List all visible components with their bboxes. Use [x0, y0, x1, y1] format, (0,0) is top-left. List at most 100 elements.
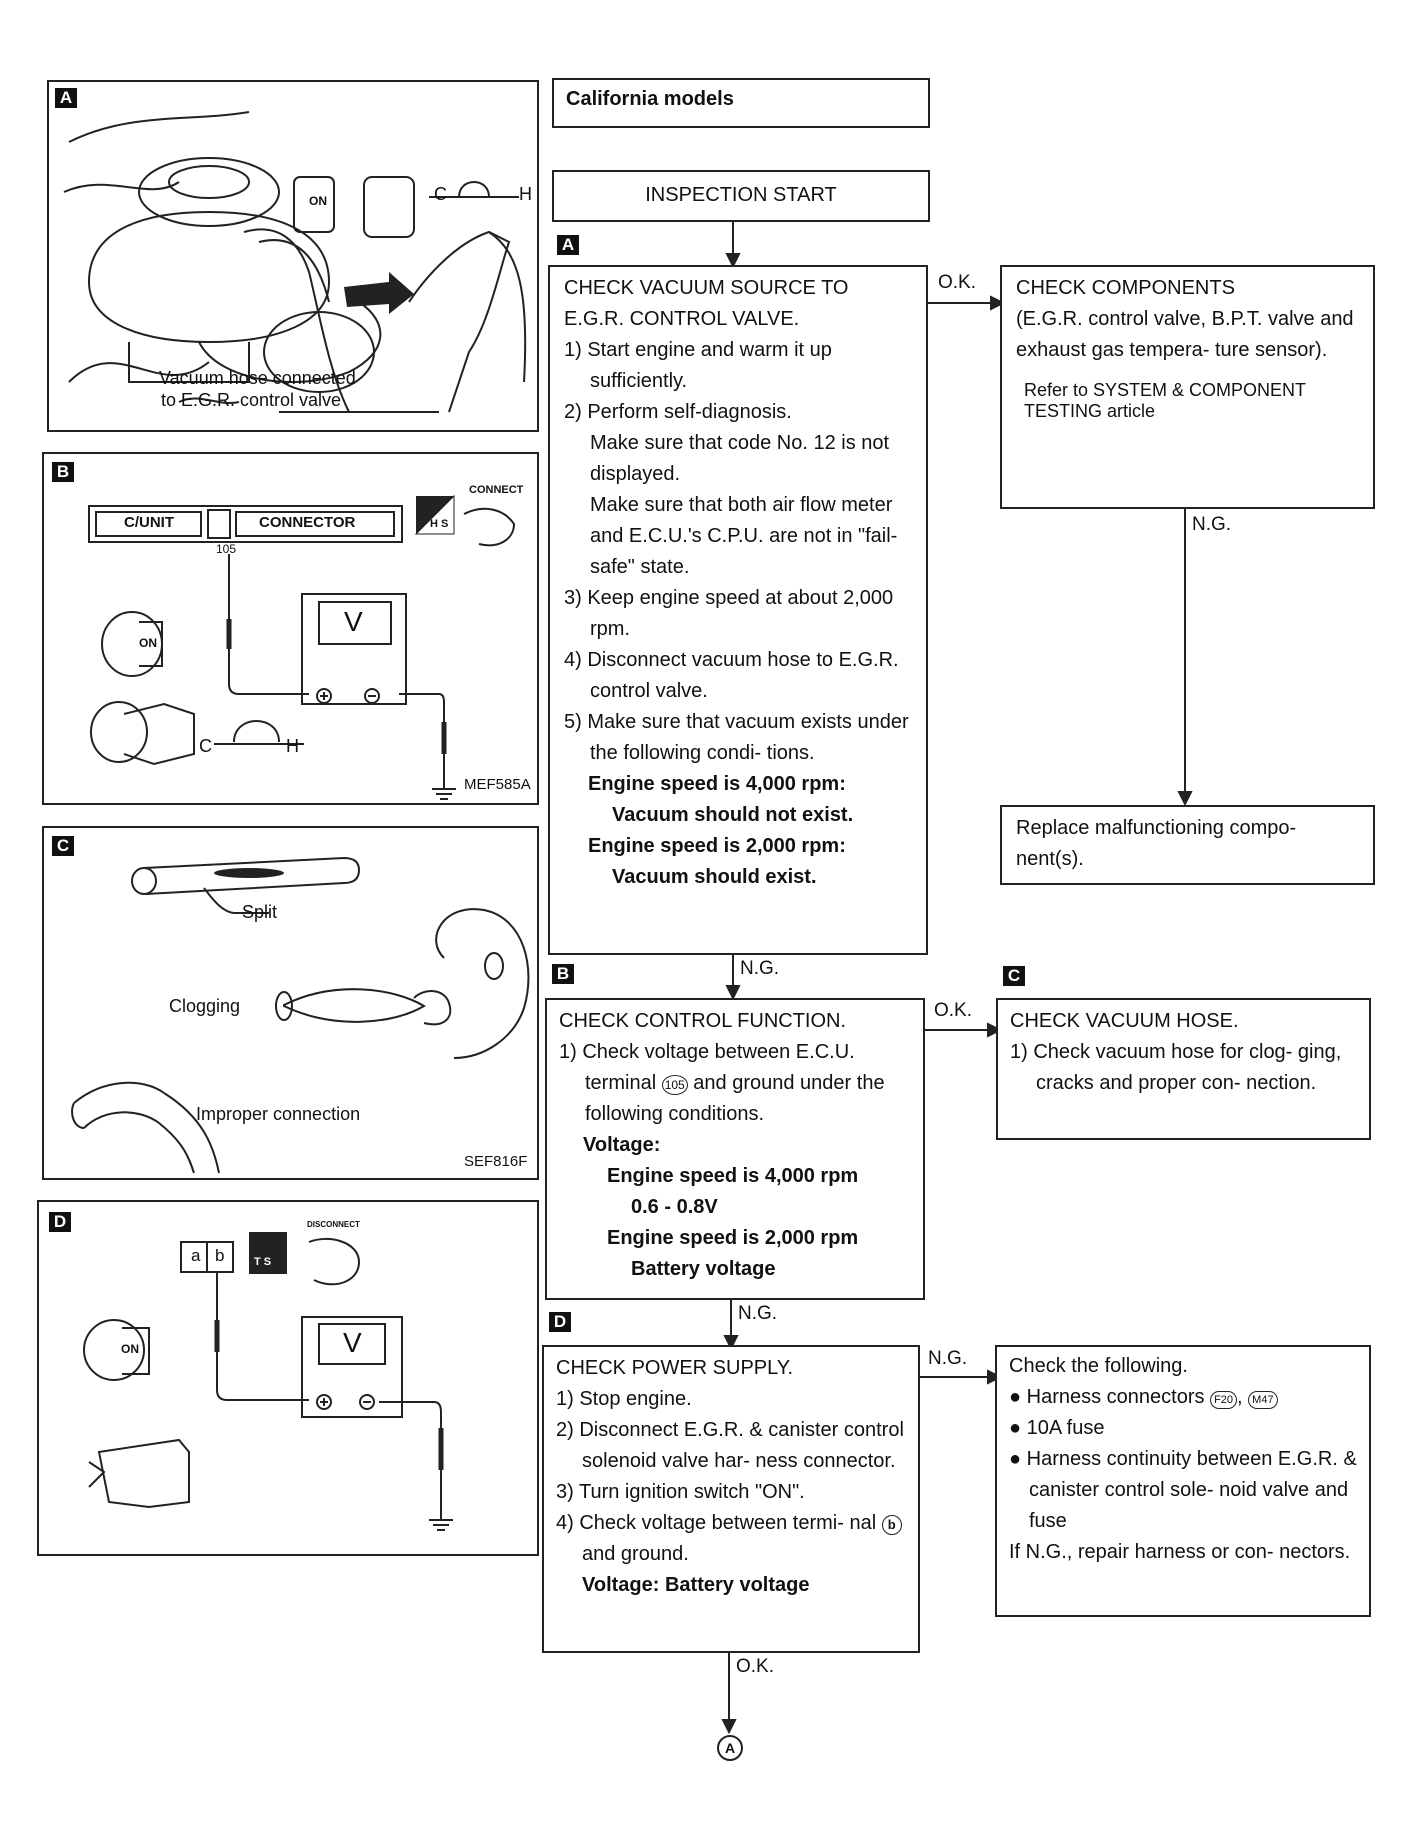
key-on-label: ON: [309, 194, 327, 208]
step-b-title: CHECK CONTROL FUNCTION.: [559, 1010, 847, 1032]
step-b-1-text-2: and ground under the following condition…: [585, 1072, 885, 1125]
check-components-ref: Refer to SYSTEM & COMPONENT TESTING arti…: [1024, 380, 1306, 421]
check-following-box: Check the following. ● Harness connector…: [995, 1345, 1371, 1617]
step-d-4: 4) Check voltage between termi- nal b an…: [556, 1508, 906, 1570]
check-following-footer: If N.G., repair harness or con- nectors.: [1009, 1541, 1351, 1563]
vacuum-hose-illustration: [71, 856, 530, 1174]
step-b-1: 1) Check voltage between E.C.U. terminal…: [559, 1037, 911, 1130]
step-a-2a: Make sure that code No. 12 is not displa…: [590, 432, 890, 485]
step-a-box: CHECK VACUUM SOURCE TO E.G.R. CONTROL VA…: [548, 265, 928, 955]
harness-continuity-text: Harness continuity between E.G.R. & cani…: [1026, 1448, 1357, 1532]
inspection-start-label: INSPECTION START: [645, 184, 837, 206]
step-d-title: CHECK POWER SUPPLY.: [556, 1357, 794, 1379]
step-c-title: CHECK VACUUM HOSE.: [1010, 1010, 1239, 1032]
step-d-4-text: 4) Check voltage between termi- nal: [556, 1512, 877, 1534]
figure-c-tag: C: [52, 836, 74, 856]
step-d-box: CHECK POWER SUPPLY. 1) Stop engine. 2) D…: [542, 1345, 920, 1653]
check-following-item-3: ● Harness continuity between E.G.R. & ca…: [1009, 1448, 1357, 1532]
connector-f20-badge: F20: [1210, 1391, 1238, 1409]
figure-a-tag: A: [55, 88, 77, 108]
check-following-item-1: ● Harness connectors F20, M47: [1009, 1382, 1357, 1413]
cunit-label: C/UNIT: [124, 514, 174, 531]
step-a-cond-1: Engine speed is 4,000 rpm:: [588, 773, 846, 795]
key-on-label: ON: [121, 1342, 139, 1356]
step-b-box: CHECK CONTROL FUNCTION. 1) Check voltage…: [545, 998, 925, 1300]
step-d-tag: D: [549, 1312, 571, 1332]
step-a-3: 3) Keep engine speed at about 2,000 rpm.: [564, 587, 894, 640]
figure-d: D a b T S DISCONN: [37, 1200, 539, 1556]
terminal-105-badge: 105: [661, 1075, 688, 1095]
figure-a: A C H ON Vacuum hose connected to E.: [47, 80, 539, 432]
disconnect-label: DISCONNECT: [307, 1220, 360, 1229]
step-d-4-text-2: and ground.: [582, 1543, 689, 1565]
figure-a-caption-1: Vacuum hose connected: [159, 368, 356, 388]
figure-c: C Split Clogging Improper connection SEF…: [42, 826, 539, 1180]
step-a-2b: Make sure that both air flow meter and E…: [590, 494, 898, 578]
step-b-voltage: Voltage:: [583, 1134, 661, 1156]
step-d-3: 3) Turn ignition switch "ON".: [556, 1481, 805, 1503]
hs-label: H S: [430, 518, 449, 530]
split-label: Split: [242, 902, 278, 922]
control-function-wiring: [88, 494, 516, 800]
voltmeter-label: V: [343, 1327, 362, 1358]
inspection-start-box: INSPECTION START: [552, 170, 930, 222]
california-models-label: California models: [566, 88, 734, 110]
step-a-tag: A: [557, 235, 579, 255]
ng-label-a: N.G.: [740, 958, 780, 979]
improper-connection-label: Improper connection: [196, 1104, 361, 1124]
temp-h-label: H: [519, 184, 532, 204]
ng-label-b: N.G.: [738, 1303, 778, 1324]
ok-label-d: O.K.: [736, 1656, 775, 1677]
continue-a-marker: A: [717, 1735, 743, 1761]
replace-components-box: Replace malfunctioning compo- nent(s).: [1000, 805, 1375, 885]
step-a-5: 5) Make sure that vacuum exists under th…: [564, 711, 909, 764]
temp-c-label: C: [434, 184, 447, 204]
step-c-box: CHECK VACUUM HOSE. 1) Check vacuum hose …: [996, 998, 1371, 1140]
step-a-4: 4) Disconnect vacuum hose to E.G.R. cont…: [564, 649, 899, 702]
step-b-cond-2: Engine speed is 2,000 rpm: [607, 1227, 859, 1249]
california-models-box: California models: [552, 78, 930, 128]
step-b-cond-2-value: Battery voltage: [631, 1258, 776, 1280]
ts-label: T S: [254, 1256, 272, 1268]
ng-label-components: N.G.: [1192, 514, 1232, 535]
step-a-cond-2-value: Vacuum should exist.: [612, 866, 817, 888]
connector-b-label: b: [215, 1246, 225, 1265]
step-d-1: 1) Stop engine.: [556, 1388, 692, 1410]
power-supply-wiring: [83, 1232, 453, 1531]
step-a-title: CHECK VACUUM SOURCE TO E.G.R. CONTROL VA…: [564, 277, 849, 330]
key-on-label: ON: [139, 636, 157, 650]
connector-m47-badge: M47: [1248, 1391, 1278, 1409]
replace-components-label: Replace malfunctioning compo- nent(s).: [1016, 817, 1297, 870]
step-a-2: 2) Perform self-diagnosis.: [564, 401, 792, 423]
check-components-box: CHECK COMPONENTS (E.G.R. control valve, …: [1000, 265, 1375, 509]
ok-label-a: O.K.: [938, 272, 977, 293]
harness-connectors-text: Harness connectors: [1026, 1386, 1205, 1408]
step-a-cond-1-value: Vacuum should not exist.: [612, 804, 854, 826]
check-components-title: CHECK COMPONENTS: [1016, 277, 1235, 299]
egr-valve-illustration: [63, 111, 527, 413]
step-b-cond-1-value: 0.6 - 0.8V: [631, 1196, 718, 1218]
check-following-item-2: ● 10A fuse: [1009, 1417, 1105, 1439]
temp-h-label: H: [286, 736, 299, 756]
connector-a-label: a: [191, 1246, 201, 1265]
figure-b-code: MEF585A: [464, 776, 531, 793]
step-b-1-text: 1) Check voltage between E.C.U. terminal: [559, 1041, 855, 1094]
step-d-2: 2) Disconnect E.G.R. & canister control …: [556, 1419, 904, 1472]
ok-label-b: O.K.: [934, 1000, 973, 1021]
clogging-label: Clogging: [169, 996, 241, 1016]
figure-b-tag: B: [52, 462, 74, 482]
fuse-text: 10A fuse: [1026, 1417, 1105, 1439]
connector-label: CONNECTOR: [259, 514, 356, 531]
step-b-tag: B: [552, 964, 574, 984]
step-d-voltage: Voltage: Battery voltage: [582, 1574, 810, 1596]
connect-label: CONNECT: [469, 484, 524, 496]
step-a-cond-2: Engine speed is 2,000 rpm:: [588, 835, 846, 857]
figure-c-code: SEF816F: [464, 1153, 528, 1170]
voltmeter-label: V: [344, 606, 363, 637]
figure-d-tag: D: [49, 1212, 71, 1232]
temp-c-label: C: [199, 736, 212, 756]
pin-105-label: 105: [216, 542, 237, 556]
terminal-b-badge: b: [881, 1515, 902, 1535]
step-b-cond-1: Engine speed is 4,000 rpm: [607, 1165, 859, 1187]
step-c-tag: C: [1003, 966, 1025, 986]
